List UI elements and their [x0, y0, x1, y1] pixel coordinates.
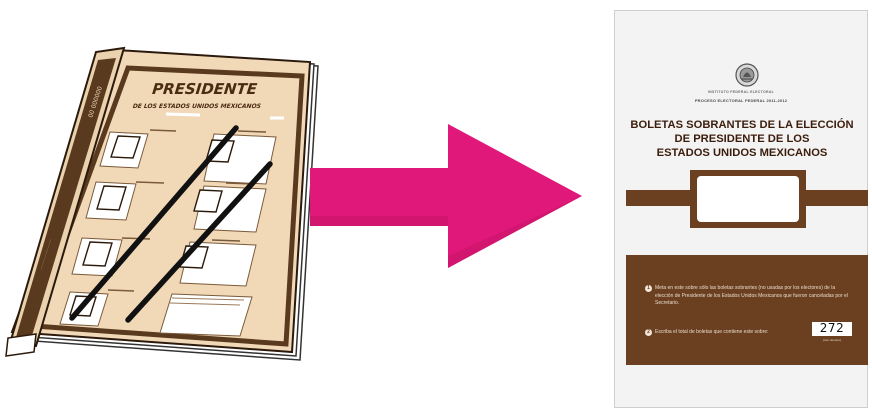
envelope-instructions-panel [626, 255, 868, 365]
envelope-title-line: BOLETAS SOBRANTES DE LA ELECCIÓN [624, 118, 860, 132]
ballot-illustration: 00 000000 ······························… [0, 0, 340, 410]
envelope-instruction-2: Escriba el total de boletas que contiene… [655, 329, 815, 336]
ballot-title-underline [166, 114, 200, 115]
ballot-count-value: 272 [812, 321, 852, 335]
cancelled-ballot-pad: 00 000000 ······························… [0, 0, 340, 410]
arrow-right-icon [300, 110, 590, 280]
envelope-label-area [697, 176, 799, 222]
step-2-bullet: 2 [645, 329, 652, 336]
ballot-count-caption: (con número) [812, 338, 852, 342]
arrow-shape [310, 124, 582, 268]
ballot-spine-foot [6, 334, 36, 356]
envelope-title: BOLETAS SOBRANTES DE LA ELECCIÓN DE PRES… [624, 118, 860, 160]
ballot-write-in-box [160, 294, 252, 336]
ballot-title: PRESIDENTE [151, 80, 258, 98]
envelope-process: PROCESO ELECTORAL FEDERAL 2011-2012 [614, 98, 868, 103]
ballot-party-box [204, 131, 276, 184]
coat-of-arms-icon [734, 62, 760, 88]
envelope-title-line: ESTADOS UNIDOS MEXICANOS [624, 146, 860, 160]
envelope-title-line: DE PRESIDENTE DE LOS [624, 132, 860, 146]
ballot-subtitle: DE LOS ESTADOS UNIDOS MEXICANOS [132, 103, 261, 110]
envelope-institute: INSTITUTO FEDERAL ELECTORAL [614, 90, 868, 94]
step-1-bullet: 1 [645, 285, 652, 292]
envelope-instruction-1: Meta en este sobre sólo las boletas sobr… [655, 285, 853, 308]
